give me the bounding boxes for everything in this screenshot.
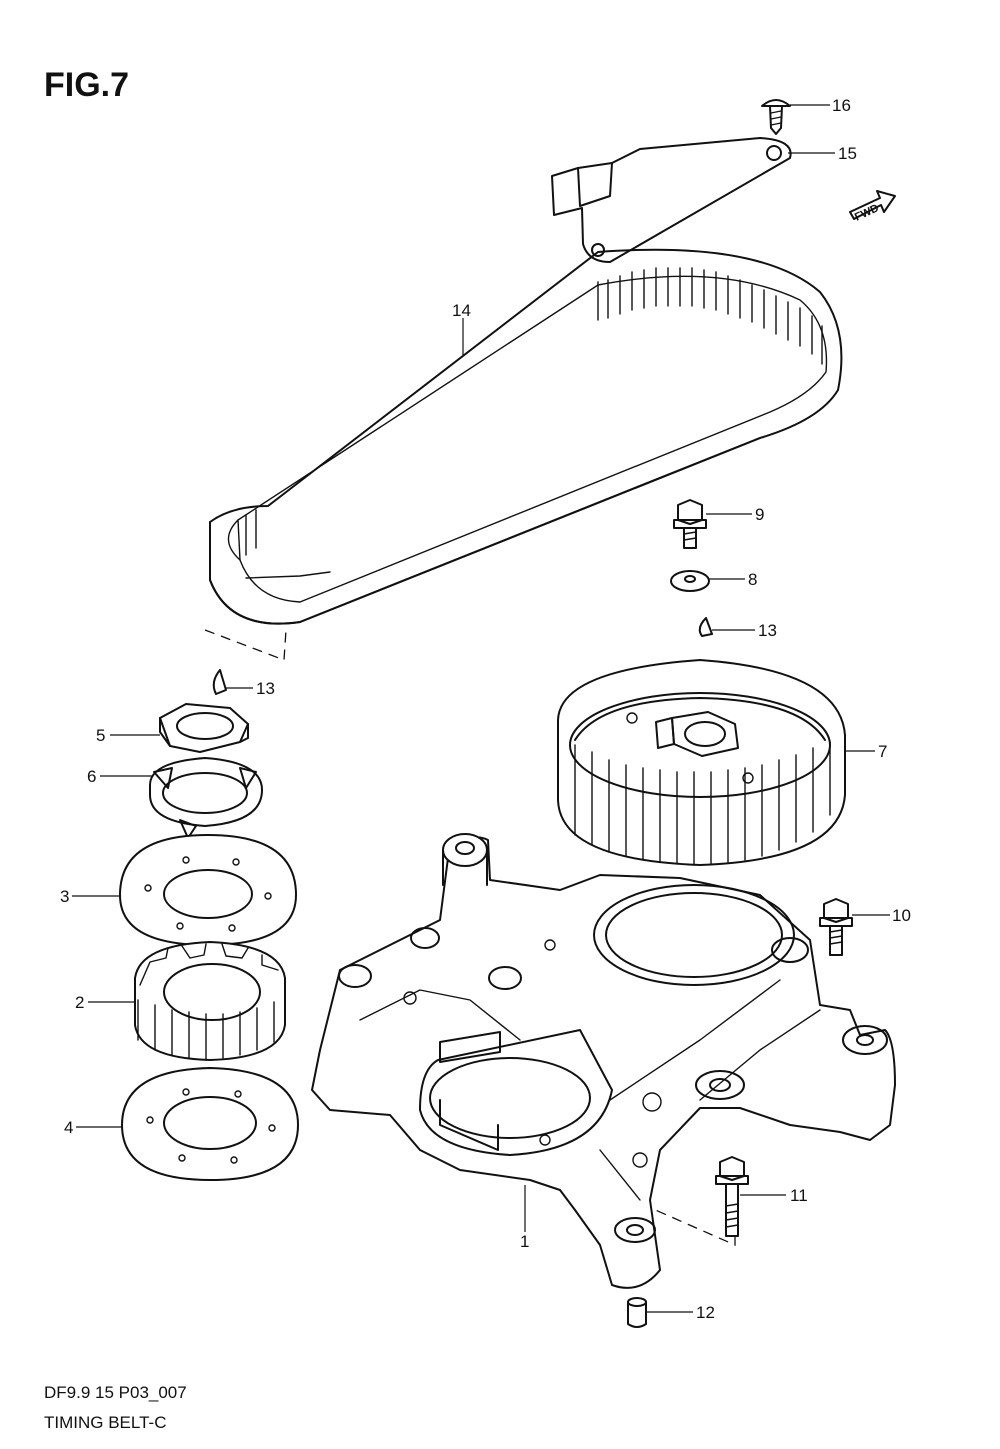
model-code: DF9.9 15 P03_007: [44, 1383, 187, 1402]
callout-5: 5: [96, 726, 105, 745]
callout-13: 13: [758, 621, 777, 640]
callout-2: 2: [75, 993, 84, 1012]
callout-11: 11: [790, 1186, 808, 1205]
belt-guard-bracket-icon: [551, 137, 792, 263]
callout-12: 12: [696, 1303, 715, 1322]
hex-nut-icon: [159, 703, 249, 753]
upper-flange-plate-icon: [119, 834, 297, 946]
callout-10: 10: [892, 906, 911, 925]
figure-caption: TIMING BELT-C: [44, 1413, 166, 1432]
flat-washer-icon: [670, 570, 710, 592]
callout-14: 14: [452, 301, 471, 320]
figure-title: FIG.7: [44, 66, 129, 104]
screw-icon: [761, 99, 791, 135]
alignment-line: [204, 629, 287, 661]
timing-cover-plate-icon: [311, 833, 896, 1289]
fwd-label: FWD: [853, 202, 881, 223]
flange-bolt-icon: [819, 898, 853, 956]
long-bolt-icon: [715, 1156, 749, 1237]
callout-9: 9: [755, 505, 764, 524]
fwd-arrow-icon: FWD: [849, 190, 896, 224]
callout-16: 16: [832, 96, 851, 115]
lower-flange-plate-icon: [121, 1067, 299, 1181]
dowel-pin-icon: [627, 1297, 647, 1328]
leader-lines: [72, 104, 890, 1313]
callout-3: 3: [60, 887, 69, 906]
crank-sprocket-icon: [134, 941, 286, 1061]
callout-1: 1: [520, 1232, 529, 1251]
cam-pulley-icon: [557, 659, 846, 866]
timing-belt-icon: [209, 248, 843, 625]
alignment-line: [609, 1189, 736, 1246]
woodruff-key-icon: [212, 669, 227, 695]
flange-bolt-icon: [673, 499, 707, 549]
callout-4: 4: [64, 1118, 73, 1137]
callout-7: 7: [878, 742, 887, 761]
callout-15: 15: [838, 144, 857, 163]
lock-washer-icon: [149, 757, 263, 839]
callout-8: 8: [748, 570, 757, 589]
woodruff-key-icon: [698, 617, 713, 637]
callout-6: 6: [87, 767, 96, 786]
callout-13: 13: [256, 679, 275, 698]
